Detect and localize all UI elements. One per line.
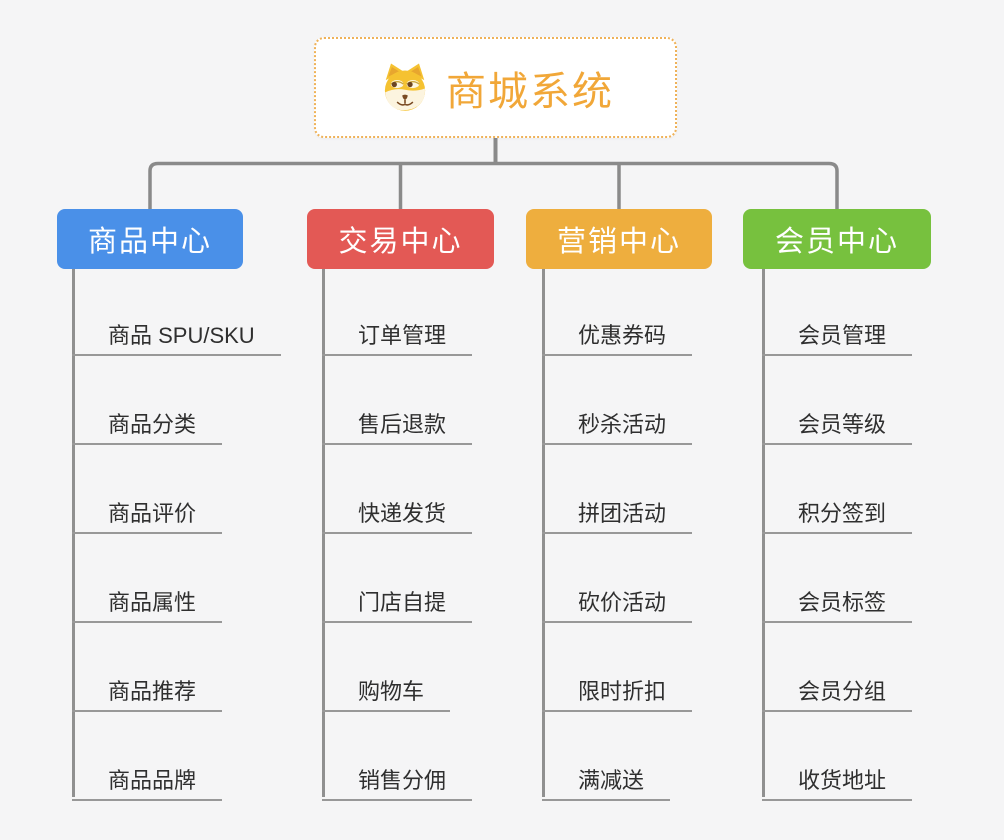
leaf-node[interactable]: 商品评价: [72, 488, 223, 534]
branch-node-trade-center[interactable]: 交易中心: [307, 209, 494, 269]
leaf-node[interactable]: 售后退款: [322, 399, 473, 445]
leaf-node[interactable]: 购物车: [322, 666, 451, 712]
branch-node-product-center[interactable]: 商品中心: [57, 209, 243, 269]
root-title: 商城系统: [446, 69, 614, 114]
leaf-node[interactable]: 收货地址: [762, 755, 913, 801]
leaf-node[interactable]: 砍价活动: [542, 577, 693, 623]
dog-face-icon: [384, 63, 426, 111]
leaf-node[interactable]: 会员分组: [762, 666, 913, 712]
leaf-node[interactable]: 满减送: [542, 755, 671, 801]
leaf-node[interactable]: 限时折扣: [542, 666, 693, 712]
leaf-node[interactable]: 商品品牌: [72, 755, 223, 801]
leaf-node[interactable]: 秒杀活动: [542, 399, 693, 445]
leaf-node[interactable]: 商品 SPU/SKU: [72, 310, 281, 356]
leaf-node[interactable]: 快递发货: [322, 488, 473, 534]
leaf-node[interactable]: 订单管理: [322, 310, 473, 356]
branch-children-product-center: 商品 SPU/SKU 商品分类 商品评价 商品属性 商品推荐 商品品牌: [72, 269, 332, 801]
leaf-node[interactable]: 会员标签: [762, 577, 913, 623]
leaf-node[interactable]: 商品属性: [72, 577, 223, 623]
branch-children-trade-center: 订单管理 售后退款 快递发货 门店自提 购物车 销售分佣: [322, 269, 582, 801]
leaf-node[interactable]: 会员等级: [762, 399, 913, 445]
leaf-node[interactable]: 拼团活动: [542, 488, 693, 534]
branch-rail-line: [148, 161, 839, 209]
leaf-node[interactable]: 商品推荐: [72, 666, 223, 712]
leaf-node[interactable]: 积分签到: [762, 488, 913, 534]
branch-node-member-center[interactable]: 会员中心: [743, 209, 931, 269]
root-node[interactable]: 商城系统: [314, 37, 677, 138]
branch-children-member-center: 会员管理 会员等级 积分签到 会员标签 会员分组 收货地址: [762, 269, 1004, 801]
branch-node-marketing-center[interactable]: 营销中心: [526, 209, 712, 269]
leaf-node[interactable]: 销售分佣: [322, 755, 473, 801]
branch-label: 营销中心: [556, 226, 681, 258]
branch-label: 会员中心: [774, 226, 899, 258]
leaf-node[interactable]: 优惠券码: [542, 310, 693, 356]
branch-children-marketing-center: 优惠券码 秒杀活动 拼团活动 砍价活动 限时折扣 满减送: [542, 269, 802, 801]
leaf-node[interactable]: 门店自提: [322, 577, 473, 623]
branch-label: 商品中心: [87, 226, 212, 258]
leaf-node[interactable]: 会员管理: [762, 310, 913, 356]
branch-label: 交易中心: [338, 226, 463, 258]
leaf-node[interactable]: 商品分类: [72, 399, 223, 445]
